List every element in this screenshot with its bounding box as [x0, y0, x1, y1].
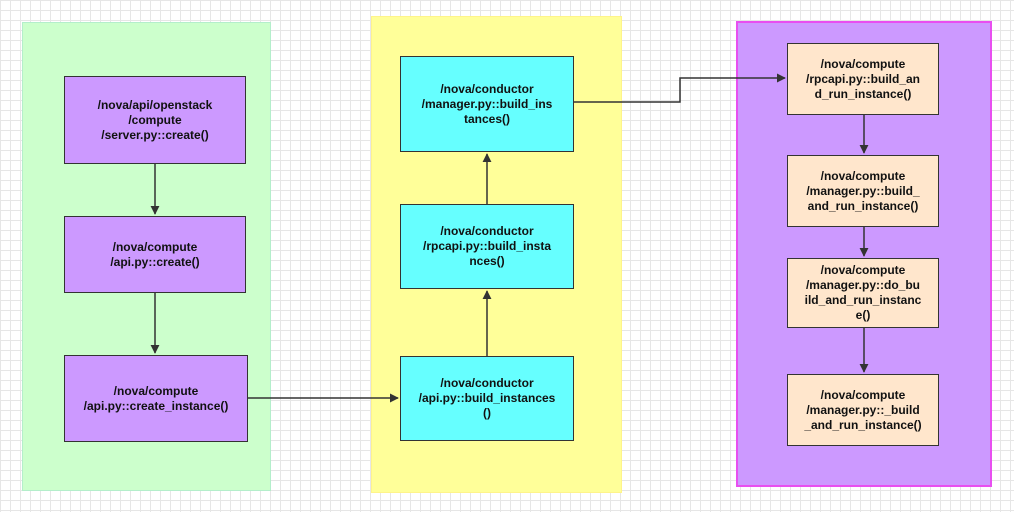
node-conductor-api-build-instances: /nova/conductor /api.py::build_instances…: [400, 356, 574, 441]
node-compute-manager-do-build-and-run: /nova/compute /manager.py::do_bu ild_and…: [787, 258, 939, 328]
node-label: /nova/compute /manager.py::build_ and_ru…: [806, 168, 920, 213]
node-conductor-manager-build-instances: /nova/conductor /manager.py::build_ins t…: [400, 56, 574, 152]
node-label: /nova/compute /manager.py::_build _and_r…: [804, 387, 922, 432]
node-compute-rpcapi-build-and-run: /nova/compute /rpcapi.py::build_an d_run…: [787, 43, 939, 115]
node-label: /nova/compute /api.py::create(): [110, 239, 200, 269]
node-label: /nova/compute /manager.py::do_bu ild_and…: [804, 263, 922, 322]
node-label: /nova/compute /api.py::create_instance(): [83, 383, 229, 413]
node-label: /nova/api/openstack /compute /server.py:…: [97, 97, 213, 142]
node-compute-manager-private-build-and-run: /nova/compute /manager.py::_build _and_r…: [787, 374, 939, 446]
node-api-server-create: /nova/api/openstack /compute /server.py:…: [64, 76, 246, 164]
node-compute-manager-build-and-run: /nova/compute /manager.py::build_ and_ru…: [787, 155, 939, 227]
node-label: /nova/compute /rpcapi.py::build_an d_run…: [805, 56, 920, 101]
node-compute-api-create: /nova/compute /api.py::create(): [64, 216, 246, 293]
node-conductor-rpcapi-build-instances: /nova/conductor /rpcapi.py::build_insta …: [400, 204, 574, 289]
node-label: /nova/conductor /api.py::build_instances…: [418, 376, 556, 420]
node-label: /nova/conductor /rpcapi.py::build_insta …: [422, 224, 551, 268]
node-label: /nova/conductor /manager.py::build_ins t…: [421, 81, 553, 126]
node-compute-api-create-instance: /nova/compute /api.py::create_instance(): [64, 355, 248, 442]
